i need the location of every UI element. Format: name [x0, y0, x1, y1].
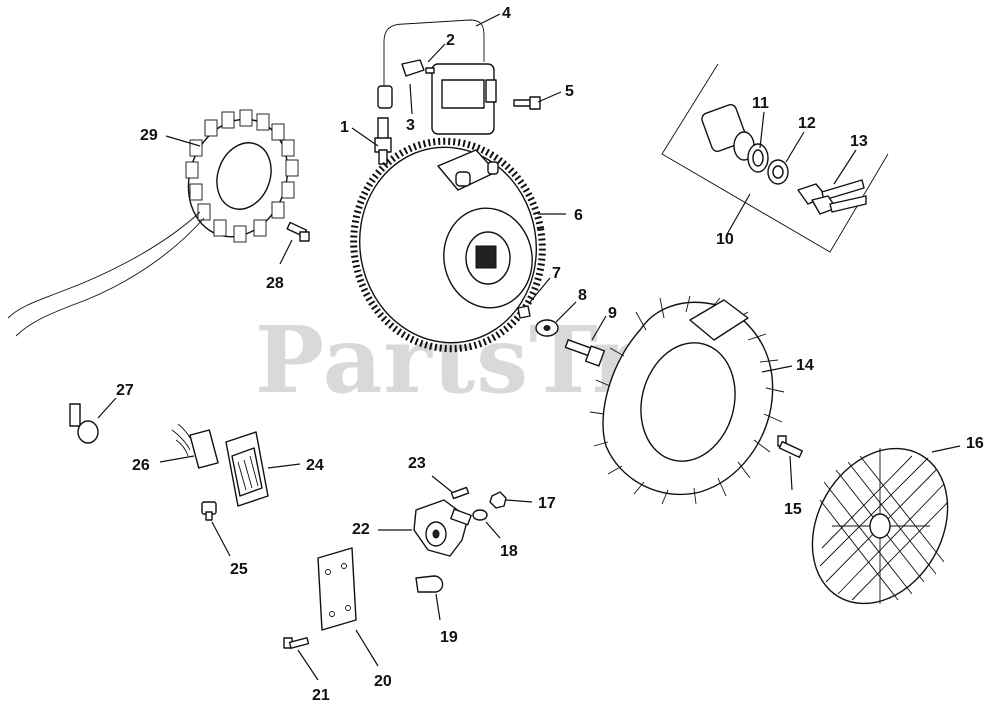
callout-18: 18 [500, 543, 518, 560]
callout-29: 29 [140, 127, 158, 144]
mounting-plate-part [317, 547, 357, 631]
switch-lock-washer-part [747, 143, 769, 173]
plate-screw-part [283, 637, 310, 649]
callout-28: 28 [266, 275, 284, 292]
lock-washer-part [472, 509, 488, 521]
flywheel-key-part [517, 305, 531, 319]
washer-part [535, 319, 559, 337]
callout-25: 25 [230, 561, 248, 578]
callout-4: 4 [502, 5, 511, 22]
ignition-switch-part [701, 104, 755, 161]
callout-22: 22 [352, 521, 370, 538]
callout-19: 19 [440, 629, 458, 646]
stator-part [7, 109, 299, 337]
callout-8: 8 [578, 287, 587, 304]
relay-screw-part [450, 486, 470, 500]
ignition-keys-part [797, 179, 867, 215]
callout-15: 15 [784, 501, 802, 518]
callout-23: 23 [408, 455, 426, 472]
callout-11: 11 [752, 95, 769, 112]
stator-bolt-part [286, 221, 310, 242]
callout-13: 13 [850, 133, 868, 150]
screen-screw-part [777, 435, 803, 458]
spark-plug-part [374, 117, 392, 165]
callout-3: 3 [406, 117, 415, 134]
callout-27: 27 [116, 382, 134, 399]
coil-clip-part [401, 59, 435, 77]
coil-screw-part [513, 96, 541, 110]
ignition-coil-part [377, 19, 497, 135]
callout-21: 21 [312, 687, 330, 704]
callout-5: 5 [565, 83, 574, 100]
wire-clamp-part [415, 575, 444, 593]
ignition-switch-group [661, 63, 889, 253]
callout-24: 24 [306, 457, 324, 474]
callout-26: 26 [132, 457, 150, 474]
callout-20: 20 [374, 673, 392, 690]
callout-1: 1 [340, 119, 349, 136]
callout-labels: 1 2 3 4 5 6 7 8 9 10 11 12 13 14 15 16 1… [116, 5, 984, 704]
flywheel-part [350, 137, 546, 353]
switch-nut-part [767, 159, 789, 185]
regulator-screw-part [201, 501, 217, 521]
callout-7: 7 [552, 265, 561, 282]
callout-6: 6 [574, 207, 583, 224]
callout-12: 12 [798, 115, 816, 132]
callout-2: 2 [446, 32, 455, 49]
callout-14: 14 [796, 357, 814, 374]
starter-relay-part [413, 499, 472, 557]
leader-lines [97, 13, 961, 681]
nut-part [489, 491, 507, 509]
callout-17: 17 [538, 495, 556, 512]
callout-9: 9 [608, 305, 617, 322]
wire-connector-part [171, 423, 219, 469]
harness-clip-part [69, 403, 99, 444]
rectifier-regulator-part [225, 431, 269, 507]
callout-16: 16 [966, 435, 984, 452]
flywheel-bolt-part [564, 339, 606, 367]
grass-screen-part [811, 447, 949, 605]
blower-housing-part [589, 295, 785, 505]
callout-10: 10 [716, 231, 734, 248]
